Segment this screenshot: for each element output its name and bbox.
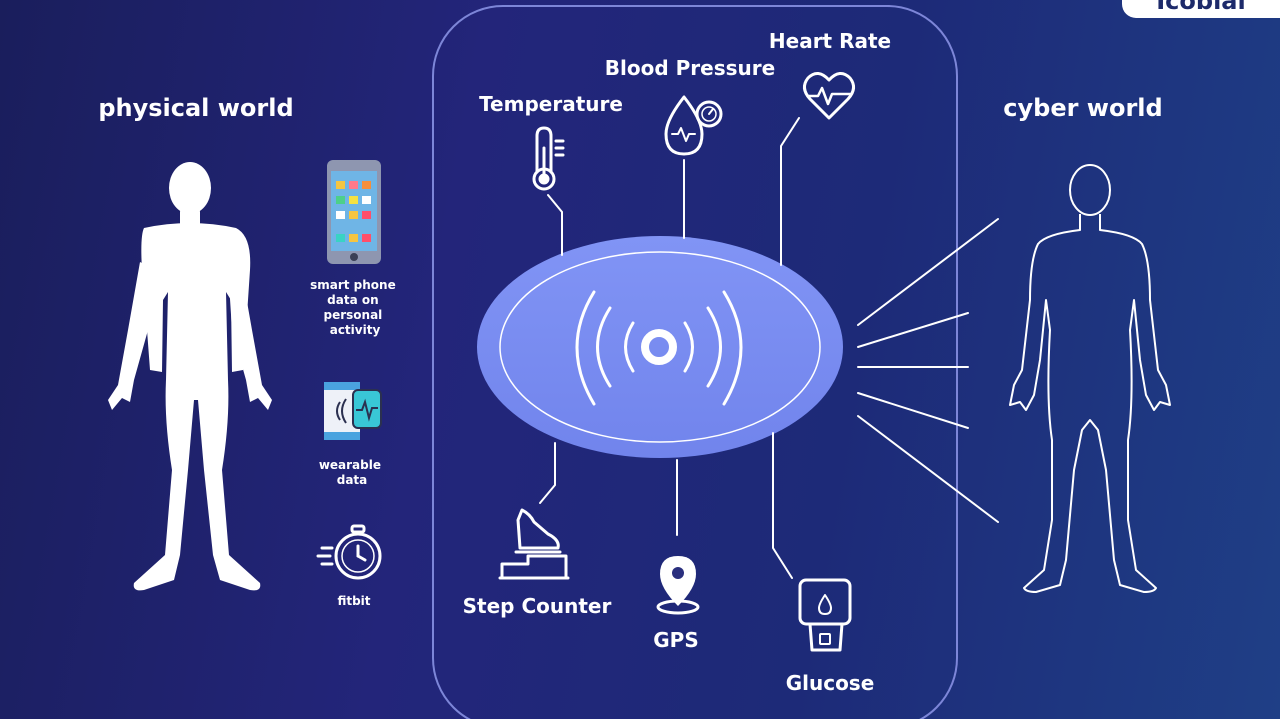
- wearable-caption: wearable data: [319, 458, 385, 487]
- thermometer-icon: [532, 126, 565, 191]
- wearable-watch-icon: [324, 382, 382, 440]
- gps-label: GPS: [653, 628, 698, 652]
- location-pin-icon: [656, 556, 700, 615]
- data-stream-lines: [857, 218, 999, 523]
- cyber-world-title: cyber world: [1003, 94, 1162, 122]
- human-body-outline-icon: [1009, 164, 1171, 593]
- blood-pressure-drop-icon: [664, 95, 723, 156]
- blood-pressure-label: Blood Pressure: [605, 56, 775, 80]
- smartphone-caption: smart phone data on personal activity: [310, 278, 400, 337]
- temperature-label: Temperature: [479, 92, 623, 116]
- physical-world-title: physical world: [98, 94, 293, 122]
- shoe-step-icon: [498, 508, 570, 580]
- brand-logo: Icobial: [1122, 0, 1280, 18]
- heart-rate-icon: [803, 72, 855, 120]
- glucose-meter-icon: [798, 578, 852, 652]
- stopwatch-icon: [316, 524, 382, 580]
- signal-hub: [477, 236, 843, 458]
- fitbit-caption: fitbit: [337, 594, 370, 608]
- step-counter-label: Step Counter: [463, 594, 612, 618]
- glucose-label: Glucose: [786, 671, 875, 695]
- human-body-solid-icon: [108, 162, 272, 591]
- heart-rate-label: Heart Rate: [769, 29, 891, 53]
- smartphone-icon: [327, 160, 381, 264]
- connector-lines: [539, 117, 800, 579]
- wireless-signal-icon: [575, 290, 743, 406]
